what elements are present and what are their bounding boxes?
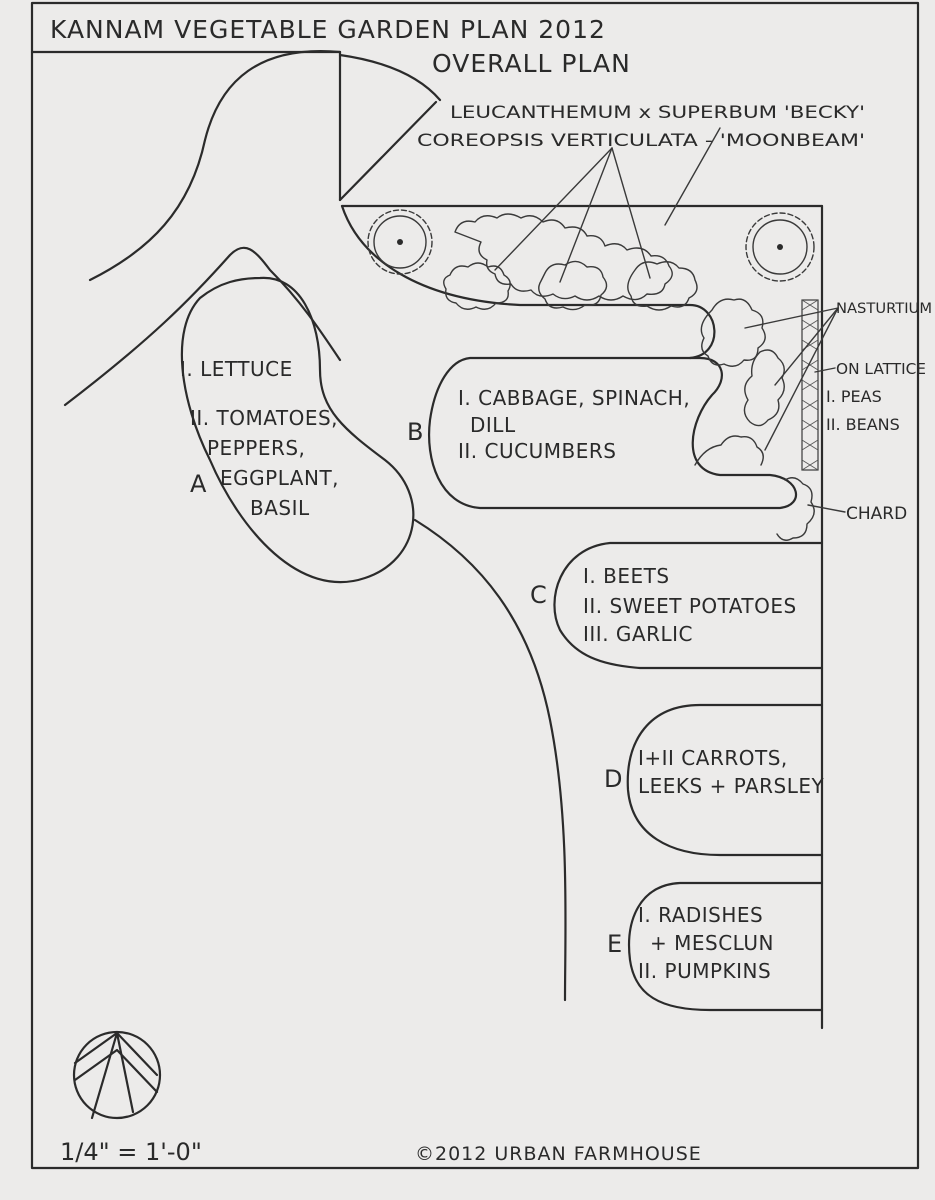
nasturtium-label: NASTURTIUM: [836, 301, 932, 317]
scale-label: 1/4" = 1'-0": [60, 1138, 202, 1166]
bed-b-line-2: DILL: [470, 413, 516, 437]
bed-a-line-5: BASIL: [250, 496, 310, 520]
perennial-label-2: COREOPSIS VERTICULATA - 'MOONBEAM': [417, 131, 865, 151]
bed-b-line-3: II. CUCUMBERS: [458, 439, 616, 463]
peas-label: I. PEAS: [826, 387, 882, 406]
page-title: KANNAM VEGETABLE GARDEN PLAN 2012: [50, 15, 606, 44]
bed-e-line-2: + MESCLUN: [650, 931, 774, 955]
coreopsis-clump-1-icon: [443, 262, 511, 310]
bed-e: I. RADISHES + MESCLUN II. PUMPKINS E: [607, 881, 824, 1012]
bed-b: I. CABBAGE, SPINACH, DILL II. CUCUMBERS …: [407, 356, 798, 510]
bed-a-line-4: EGGPLANT,: [220, 466, 339, 490]
bed-a: I. LETTUCE II. TOMATOES, PEPPERS, EGGPLA…: [180, 276, 415, 584]
sheet-border: [30, 1, 920, 1170]
perennial-border: [367, 209, 815, 311]
bed-e-line-1: I. RADISHES: [638, 903, 763, 927]
bed-d-line-1: I+II CARROTS,: [638, 746, 788, 770]
walkway-path: [63, 50, 716, 1002]
bed-d-line-2: LEEKS + PARSLEY: [638, 774, 825, 798]
bed-a-letter: A: [190, 470, 207, 498]
bed-e-letter: E: [607, 930, 622, 958]
nasturtium-ground-icon: [694, 435, 764, 466]
page-subtitle: OVERALL PLAN: [432, 49, 631, 78]
beans-label: II. BEANS: [826, 415, 900, 434]
bed-a-line-1: I. LETTUCE: [180, 357, 293, 381]
round-shrub-left-icon: [367, 209, 433, 275]
lattice-hatch: [801, 299, 819, 471]
perennial-label-1: LEUCANTHEMUM x SUPERBUM 'BECKY': [450, 103, 865, 123]
bed-c-letter: C: [530, 581, 547, 609]
chard-label: CHARD: [846, 504, 907, 524]
bed-a-line-2: II. TOMATOES,: [190, 406, 338, 430]
bed-e-line-3: II. PUMPKINS: [638, 959, 771, 983]
lattice-trellis: [801, 299, 819, 471]
copyright-label: ©2012 URBAN FARMHOUSE: [415, 1143, 702, 1165]
on-lattice-label: ON LATTICE: [836, 360, 926, 378]
coreopsis-clump-3-icon: [627, 261, 698, 311]
coreopsis-clump-2-icon: [538, 260, 608, 311]
chard-clump-icon: [776, 477, 815, 541]
bed-c-line-3: III. GARLIC: [583, 622, 693, 646]
bed-a-line-3: PEPPERS,: [207, 436, 305, 460]
bed-c-line-1: I. BEETS: [583, 564, 670, 588]
bed-c: I. BEETS II. SWEET POTATOES III. GARLIC …: [530, 541, 824, 670]
bed-b-letter: B: [407, 418, 423, 446]
bed-d-letter: D: [604, 765, 622, 793]
round-shrub-right-icon: [745, 212, 815, 282]
leader-lines: [494, 127, 846, 513]
edge-plantings: [694, 298, 819, 541]
north-arrow-icon: [72, 1030, 162, 1120]
nasturtium-vine-icon: [743, 349, 785, 427]
leucanthemum-cluster-icon: [454, 213, 673, 301]
bed-d: I+II CARROTS, LEEKS + PARSLEY D: [604, 703, 825, 857]
bed-b-line-1: I. CABBAGE, SPINACH,: [458, 386, 690, 410]
bed-c-line-2: II. SWEET POTATOES: [583, 594, 797, 618]
